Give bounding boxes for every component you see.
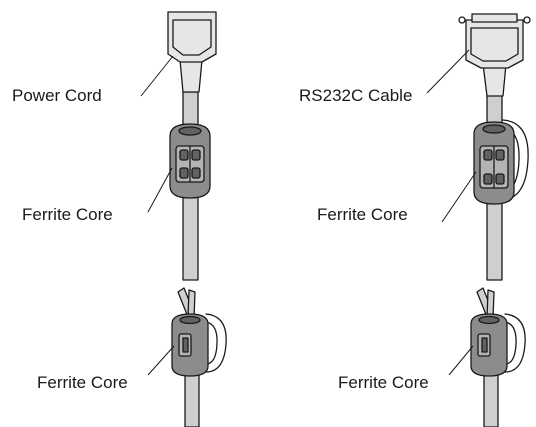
rs232c-cable-loop-outer bbox=[502, 119, 529, 201]
rs232c-screw-left bbox=[458, 16, 466, 24]
ferrite-core-4-assembly bbox=[448, 287, 526, 427]
rs232c-connector-shell bbox=[471, 13, 518, 23]
ferrite-core-4-leader-line bbox=[448, 345, 474, 376]
ferrite-core-1-shape bbox=[169, 123, 211, 199]
cable-loop-4-outer bbox=[504, 313, 526, 373]
rs232c-cable bbox=[486, 193, 503, 281]
power-plug-strain-relief bbox=[179, 59, 203, 93]
rs232c-leader-line bbox=[426, 49, 470, 94]
ferrite-core-label-2: Ferrite Core bbox=[317, 205, 408, 224]
power-plug bbox=[167, 11, 217, 63]
ferrite-core-4-shape bbox=[470, 313, 508, 377]
power-cord-leader-line bbox=[140, 55, 174, 97]
ferrite-core-2-shape bbox=[473, 121, 515, 205]
ferrite-core-label-3: Ferrite Core bbox=[37, 373, 128, 392]
ferrite-core-2-leader-line bbox=[441, 171, 477, 223]
ferrite-core-label-1: Ferrite Core bbox=[22, 205, 113, 224]
cable-3-lower bbox=[184, 367, 200, 427]
power-cable-upper bbox=[182, 91, 199, 129]
rs232c-connector-face bbox=[470, 27, 519, 62]
power-cord-label: Power Cord bbox=[12, 86, 102, 105]
rs232c-connector bbox=[465, 19, 524, 69]
ferrite-core-1-leader-line bbox=[147, 167, 173, 213]
cable-loop-3-outer bbox=[205, 313, 227, 373]
ferrite-core-label-4: Ferrite Core bbox=[338, 373, 429, 392]
rs232c-cable-label: RS232C Cable bbox=[299, 86, 413, 105]
cable-4-lower bbox=[483, 367, 499, 427]
cable-loop-3-inner bbox=[205, 321, 218, 365]
rs232c-strain-relief bbox=[482, 63, 507, 97]
ferrite-core-3-assembly bbox=[147, 287, 227, 427]
rs232c-screw-right bbox=[523, 16, 531, 24]
cable-loop-4-inner bbox=[504, 321, 517, 365]
ferrite-core-3-shape bbox=[171, 313, 209, 377]
rs232c-cable-assembly bbox=[426, 13, 531, 281]
power-plug-face bbox=[172, 19, 212, 56]
ferrite-core-3-leader-line bbox=[147, 345, 175, 376]
power-cord-assembly bbox=[140, 11, 217, 281]
